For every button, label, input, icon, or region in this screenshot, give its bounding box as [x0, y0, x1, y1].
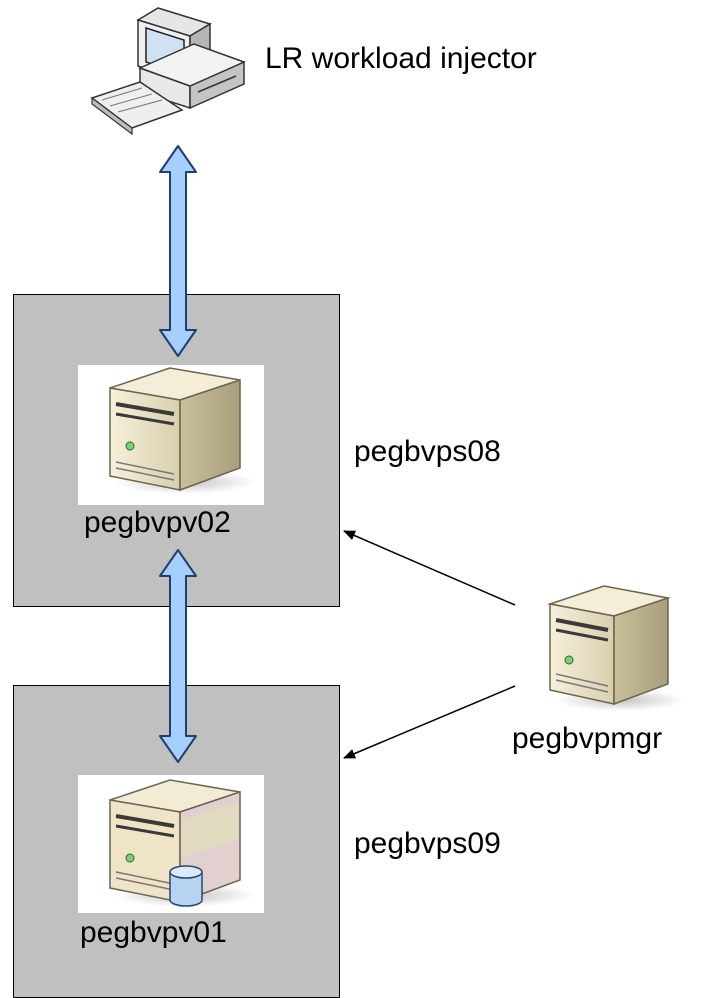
manager-label: pegbvpmgr — [512, 722, 663, 755]
manager-server-icon — [547, 585, 684, 711]
manager-arrow-to-pegbvps08 — [343, 530, 516, 606]
desktop-computer-icon — [90, 7, 247, 136]
double-arrow-server-to-database — [159, 549, 197, 763]
server-label-pegbvpv01: pegbvpv01 — [80, 916, 227, 949]
host-label-pegbvps08: pegbvps08 — [354, 435, 501, 468]
double-arrow-injector-to-server — [159, 145, 197, 357]
database-server-icon — [109, 779, 255, 907]
manager-arrow-to-pegbvps09 — [343, 685, 516, 759]
server-label-pegbvpv02: pegbvpv02 — [84, 506, 231, 539]
injector-label: LR workload injector — [265, 42, 537, 75]
host-label-pegbvps09: pegbvps09 — [354, 827, 501, 860]
server-tower-icon — [109, 367, 255, 494]
